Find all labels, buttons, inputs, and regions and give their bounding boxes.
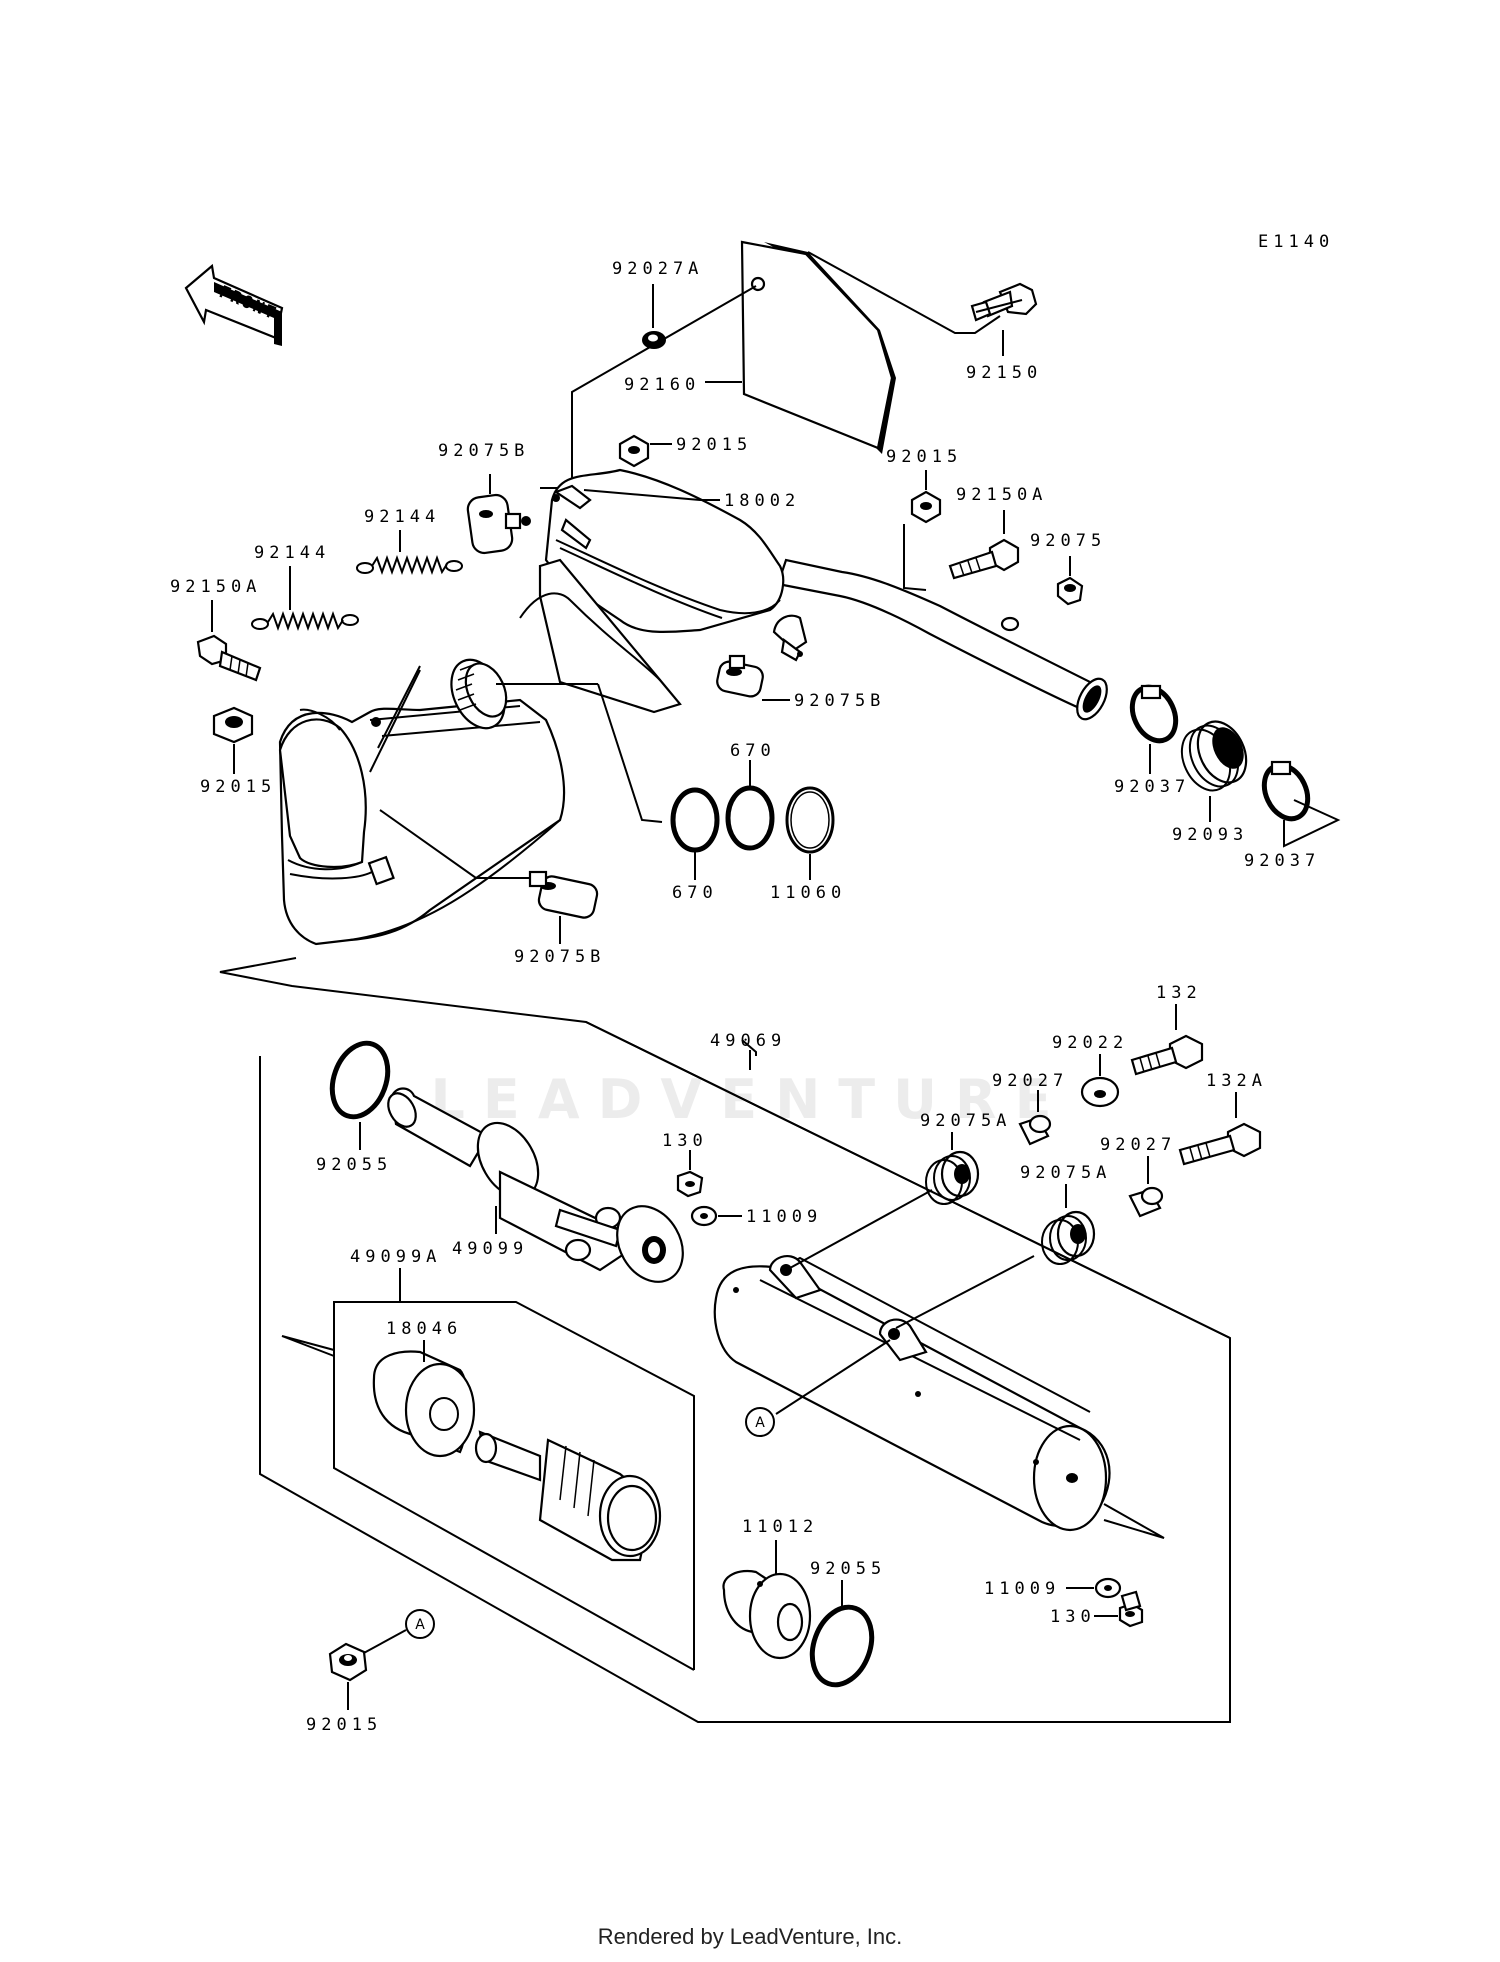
label-18002: 18002: [724, 491, 800, 511]
label-130-bottom: 130: [1050, 1607, 1096, 1627]
label-11060: 11060: [770, 883, 846, 903]
label-670-bottom: 670: [672, 883, 718, 903]
label-92075B-mid: 92075B: [794, 691, 885, 711]
spring-92144-a: [356, 555, 463, 575]
ref-marker-a-2: A: [405, 1609, 435, 1639]
gasket-670-a: [670, 787, 720, 853]
grommet-92075A-a: [925, 1150, 980, 1205]
collar-92027-b: [1128, 1186, 1164, 1218]
bolt-92150: [970, 282, 1038, 322]
label-130-top: 130: [662, 1131, 708, 1151]
label-92160: 92160: [624, 375, 700, 395]
gasket-92055-bottom: [809, 1604, 875, 1688]
coupler-92093: [1180, 720, 1248, 792]
label-92022: 92022: [1052, 1033, 1128, 1053]
label-132: 132: [1156, 983, 1202, 1003]
collar-92027-a: [1018, 1114, 1052, 1146]
washer-11009-bottom: [1094, 1577, 1122, 1599]
label-11012: 11012: [742, 1517, 818, 1537]
bracket-92075B-mid: [716, 654, 764, 698]
bracket-92075B-top: [466, 493, 531, 555]
heat-shield-92160: [740, 240, 896, 454]
label-92055-bottom: 92055: [810, 1559, 886, 1579]
label-92075A-a: 92075A: [920, 1111, 1011, 1131]
spring-92144-b: [251, 611, 359, 631]
label-92037-b: 92037: [1244, 851, 1320, 871]
label-92075B-bottom: 92075B: [514, 947, 605, 967]
label-92055-top: 92055: [316, 1155, 392, 1175]
label-92027-b: 92027: [1100, 1135, 1176, 1155]
clamp-92037-a: [1129, 684, 1179, 744]
label-92144-b: 92144: [254, 543, 330, 563]
label-92075B-top: 92075B: [438, 441, 529, 461]
label-92015-top: 92015: [676, 435, 752, 455]
bolt-132A: [1178, 1122, 1262, 1166]
gasket-670-b: [725, 785, 775, 851]
silencer-core: [474, 1430, 662, 1562]
label-92015-bottom: 92015: [306, 1715, 382, 1735]
label-92093: 92093: [1172, 825, 1248, 845]
silencer-packing-18046: [372, 1350, 476, 1458]
washer-11009-top: [690, 1205, 718, 1227]
label-92027-a: 92027: [992, 1071, 1068, 1091]
diagram-code: E1140: [1258, 232, 1334, 252]
nut-92015-bottom: [328, 1642, 368, 1682]
muffler-49069: [713, 1254, 1111, 1532]
bolt-92150A-right: [948, 538, 1020, 580]
joint-collar: [450, 658, 508, 730]
rear-chamber-body: [278, 698, 566, 946]
svg-text:A: A: [415, 1617, 425, 1633]
bolt-92150A-left: [196, 634, 262, 682]
nut-92075: [1056, 576, 1084, 606]
washer-92022: [1080, 1076, 1120, 1108]
bolt-130-top: [676, 1170, 704, 1198]
bolt-132: [1130, 1034, 1204, 1076]
nut-92015-left: [212, 706, 254, 744]
watermark: LEADVENTURE: [430, 1068, 1070, 1131]
label-49099: 49099: [452, 1239, 528, 1259]
nut-92015-top: [618, 434, 650, 468]
label-132A: 132A: [1206, 1071, 1267, 1091]
label-11009-top: 11009: [746, 1207, 822, 1227]
label-92150A-right: 92150A: [956, 485, 1047, 505]
grommet-92075A-b: [1041, 1210, 1096, 1265]
bracket-92075B-bottom: [528, 870, 599, 919]
label-92150A-left: 92150A: [170, 577, 261, 597]
gasket-92055-top: [329, 1040, 391, 1120]
label-92015-left: 92015: [200, 777, 276, 797]
label-92015-right: 92015: [886, 447, 962, 467]
clamp-92037-b: [1261, 760, 1311, 822]
ref-marker-a-1: A: [745, 1407, 775, 1437]
nut-92015-right: [910, 490, 942, 524]
label-92075: 92075: [1030, 531, 1106, 551]
label-18046: 18046: [386, 1319, 462, 1339]
label-670-top: 670: [730, 741, 776, 761]
gasket-11060: [785, 786, 835, 854]
label-92037-a: 92037: [1114, 777, 1190, 797]
washer-92027A: [642, 284, 666, 349]
label-49069: 49069: [710, 1031, 786, 1051]
inner-pipe-49099: [387, 1087, 684, 1283]
bolt-130-bottom: [1118, 1590, 1144, 1628]
label-92144-a: 92144: [364, 507, 440, 527]
exhaust-pipe-18002: [519, 468, 1108, 721]
end-cap-11012: [722, 1569, 812, 1660]
front-arrow-icon: FRONT: [184, 263, 284, 346]
label-92150: 92150: [966, 363, 1042, 383]
label-11009-bottom: 11009: [984, 1579, 1060, 1599]
footer-credit: Rendered by LeadVenture, Inc.: [597, 1924, 903, 1949]
svg-text:A: A: [755, 1415, 765, 1431]
label-92075A-b: 92075A: [1020, 1163, 1111, 1183]
label-92027A: 92027A: [612, 259, 703, 279]
label-49099A: 49099A: [350, 1247, 441, 1267]
